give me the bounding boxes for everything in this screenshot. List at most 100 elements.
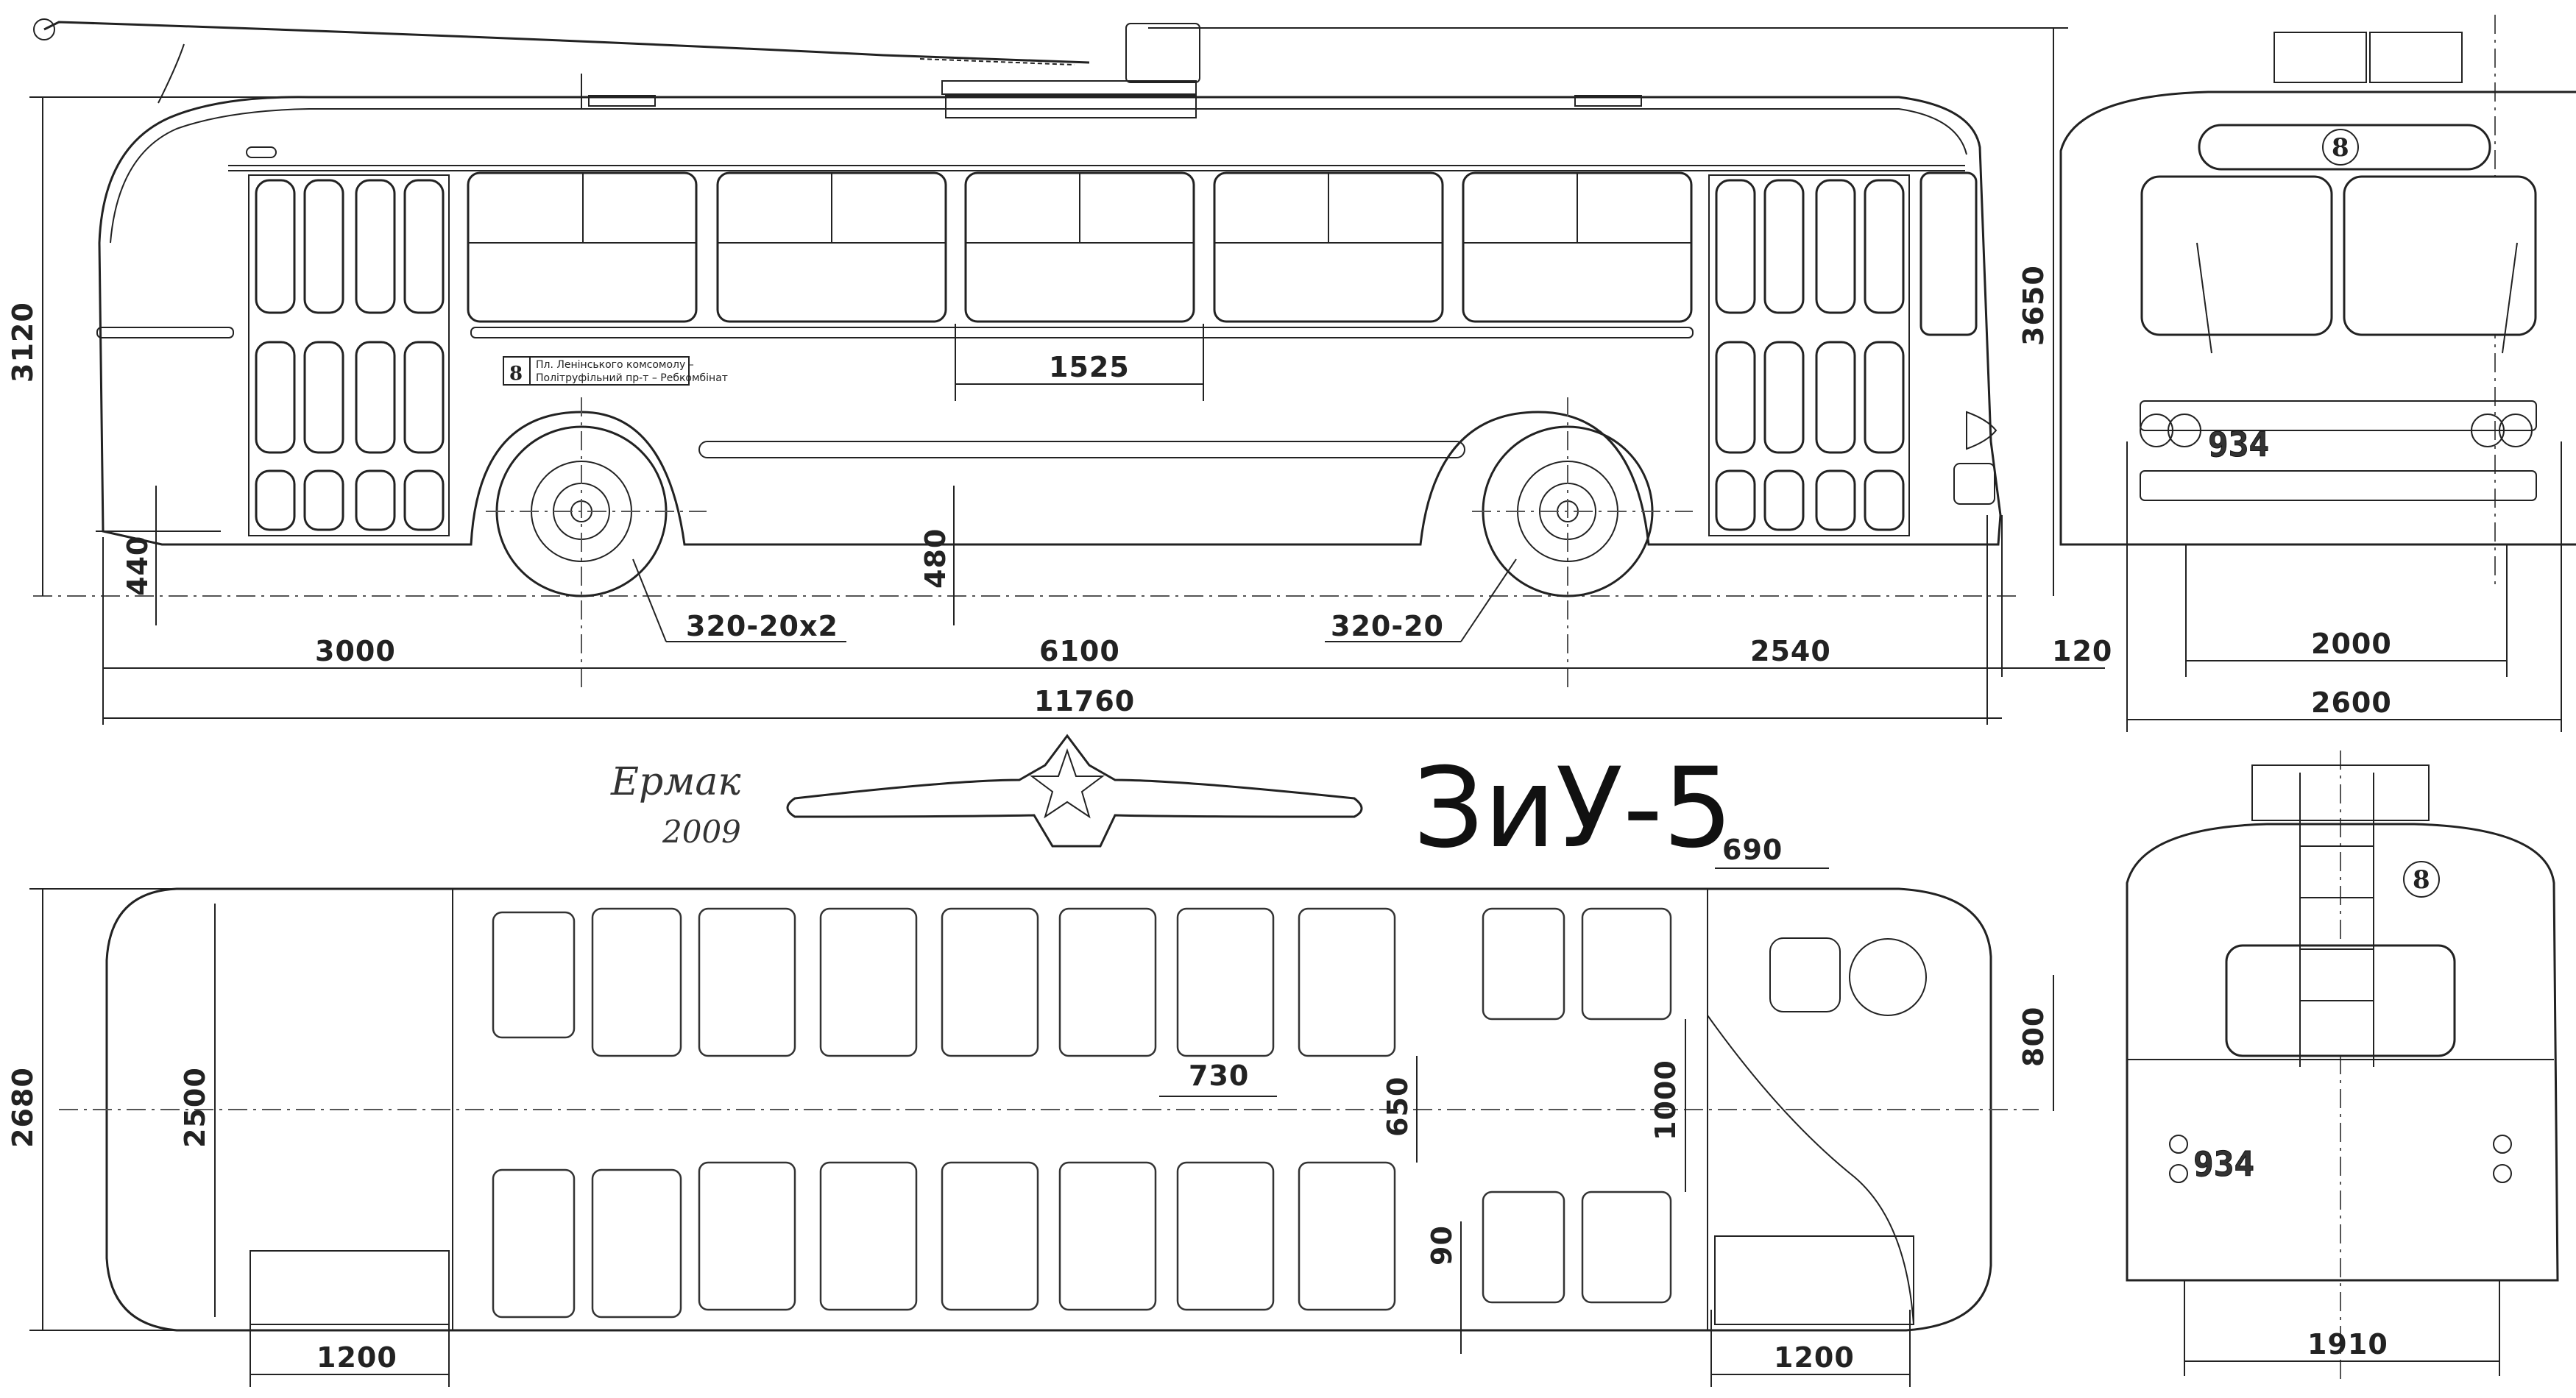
side-front-door-window: [255, 179, 296, 314]
seat: [1176, 907, 1275, 1057]
seat: [492, 911, 576, 1039]
front-headlight-left: [2140, 414, 2173, 447]
side-front-bumper: [1953, 463, 1995, 505]
route-sign-number: 8: [509, 363, 523, 385]
seat: [941, 1161, 1039, 1311]
side-front-door-frame: [248, 174, 450, 536]
dim-seat-pitch: 730: [1189, 1060, 1249, 1092]
rear-lamp-right-2: [2493, 1164, 2512, 1183]
front-wiper-right: [2502, 242, 2518, 354]
trolley-pole-rod: [43, 21, 1090, 64]
dim-window-width: 1525: [1049, 351, 1130, 383]
front-headlight-right: [2499, 414, 2533, 447]
seat: [819, 907, 918, 1057]
roof-vent: [1574, 95, 1642, 107]
side-rear-door-panel: [1715, 341, 1756, 454]
roof-insulator: [941, 80, 1197, 95]
seat: [591, 1168, 682, 1319]
dim-rear-track: 1910: [2307, 1328, 2388, 1360]
trolley-rope: [158, 43, 185, 104]
seat: [941, 907, 1039, 1057]
plan-body-outline: [105, 887, 1992, 1332]
side-rear-door-kick: [1815, 469, 1856, 531]
side-front-door-kick: [303, 469, 344, 531]
front-collector-left: [2274, 32, 2367, 83]
side-front-door-window: [303, 179, 344, 314]
plan-dimensions: 2680 2500 730 650 1000 690 800 90 1200 1…: [7, 834, 2054, 1387]
rear-plate: 934: [2193, 1144, 2254, 1184]
title-block: ЗиУ-5 Ермак 2009: [610, 734, 1733, 873]
side-roof-equipment: [581, 23, 1642, 118]
side-roof-line: [110, 108, 1967, 244]
dim-front-door-width: 1200: [1774, 1341, 1855, 1374]
seat: [698, 907, 796, 1057]
seat: [492, 1168, 576, 1319]
front-body-outline: [2059, 91, 2576, 546]
side-front-door-kick: [355, 469, 396, 531]
plan-driver-seat: [1769, 937, 1841, 1012]
side-rear-door-kick: [1715, 469, 1756, 531]
side-cab-window: [1919, 171, 1978, 336]
seat: [591, 907, 682, 1057]
side-front-door-kick: [255, 469, 296, 531]
side-window-rail: [470, 327, 1694, 338]
front-collector-right: [2369, 32, 2463, 83]
side-headlight: [1966, 411, 1998, 450]
plan-rear-step: [250, 1250, 450, 1325]
emblem-wings: [786, 734, 1363, 848]
front-view: 8 934 2000 2600: [2059, 15, 2576, 732]
side-view: 8 Пл. Ленінського комсомолу – Політруфіл…: [7, 18, 2112, 725]
tire-rear-leader: [632, 558, 667, 642]
side-front-molding: [96, 327, 234, 338]
front-route-number: 8: [2332, 133, 2349, 163]
seat: [1058, 907, 1157, 1057]
side-rear-door-panel: [1864, 341, 1905, 454]
dim-floor-height: 440: [121, 536, 154, 596]
side-rear-door-window: [1715, 179, 1756, 314]
side-front-door-panel: [403, 341, 445, 454]
front-wiper-left: [2196, 242, 2212, 354]
side-front-door: [248, 174, 450, 536]
rear-route-circle: [2403, 861, 2440, 898]
rear-route-number: 8: [2413, 865, 2430, 895]
front-lower-bumper: [2140, 470, 2537, 501]
route-sign-line1: Пл. Ленінського комсомолу –: [536, 359, 694, 371]
side-rear-door-window: [1864, 179, 1905, 314]
plan-seats: [492, 907, 1672, 1319]
front-windshield-left: [2140, 175, 2333, 336]
seat: [1298, 1161, 1396, 1311]
signature-name: Ермак: [610, 760, 741, 804]
dim-rear-bumper: 120: [2052, 635, 2112, 667]
roof-platform: [945, 95, 1197, 118]
dim-aisle-width: 650: [1381, 1076, 1414, 1137]
side-route-sign: 8 Пл. Ленінського комсомолу – Політруфіл…: [503, 356, 728, 386]
side-marker-lamp: [246, 146, 277, 158]
rear-lamp-left: [2169, 1135, 2188, 1154]
dim-rear-door-width: 1200: [316, 1341, 397, 1374]
seat: [819, 1161, 918, 1311]
rear-view: 8 934 1910: [2126, 751, 2559, 1383]
rear-lamp-right: [2493, 1135, 2512, 1154]
side-rear-door: [1708, 174, 1910, 536]
trolley-shoe: [33, 18, 55, 40]
side-rear-door-window: [1815, 179, 1856, 314]
trolley-spring: [919, 58, 1075, 65]
plan-steering-wheel: [1849, 938, 1927, 1016]
side-rear-door-panel: [1815, 341, 1856, 454]
seat: [1581, 1191, 1672, 1304]
model-title: ЗиУ-5: [1413, 745, 1733, 873]
tire-rear-size: 320-20x2: [686, 610, 838, 642]
signature-year: 2009: [662, 814, 741, 850]
plan-view: 2680 2500 730 650 1000 690 800 90 1200 1…: [7, 834, 2054, 1387]
rear-body-outline: [2126, 823, 2559, 1282]
rear-collectors: [2251, 764, 2430, 821]
dim-wheelbase: 6100: [1039, 635, 1120, 667]
side-rear-door-kick: [1864, 469, 1905, 531]
front-plate: 934: [2208, 425, 2269, 464]
side-dimensions: 3650 3120 440 480 1525 3000 6100 2540: [7, 27, 2112, 725]
dim-plan-interior-width: 2500: [179, 1067, 211, 1148]
side-front-door-panel: [355, 341, 396, 454]
side-front-door-window: [403, 179, 445, 314]
dim-door-aisle: 1000: [1649, 1060, 1682, 1140]
